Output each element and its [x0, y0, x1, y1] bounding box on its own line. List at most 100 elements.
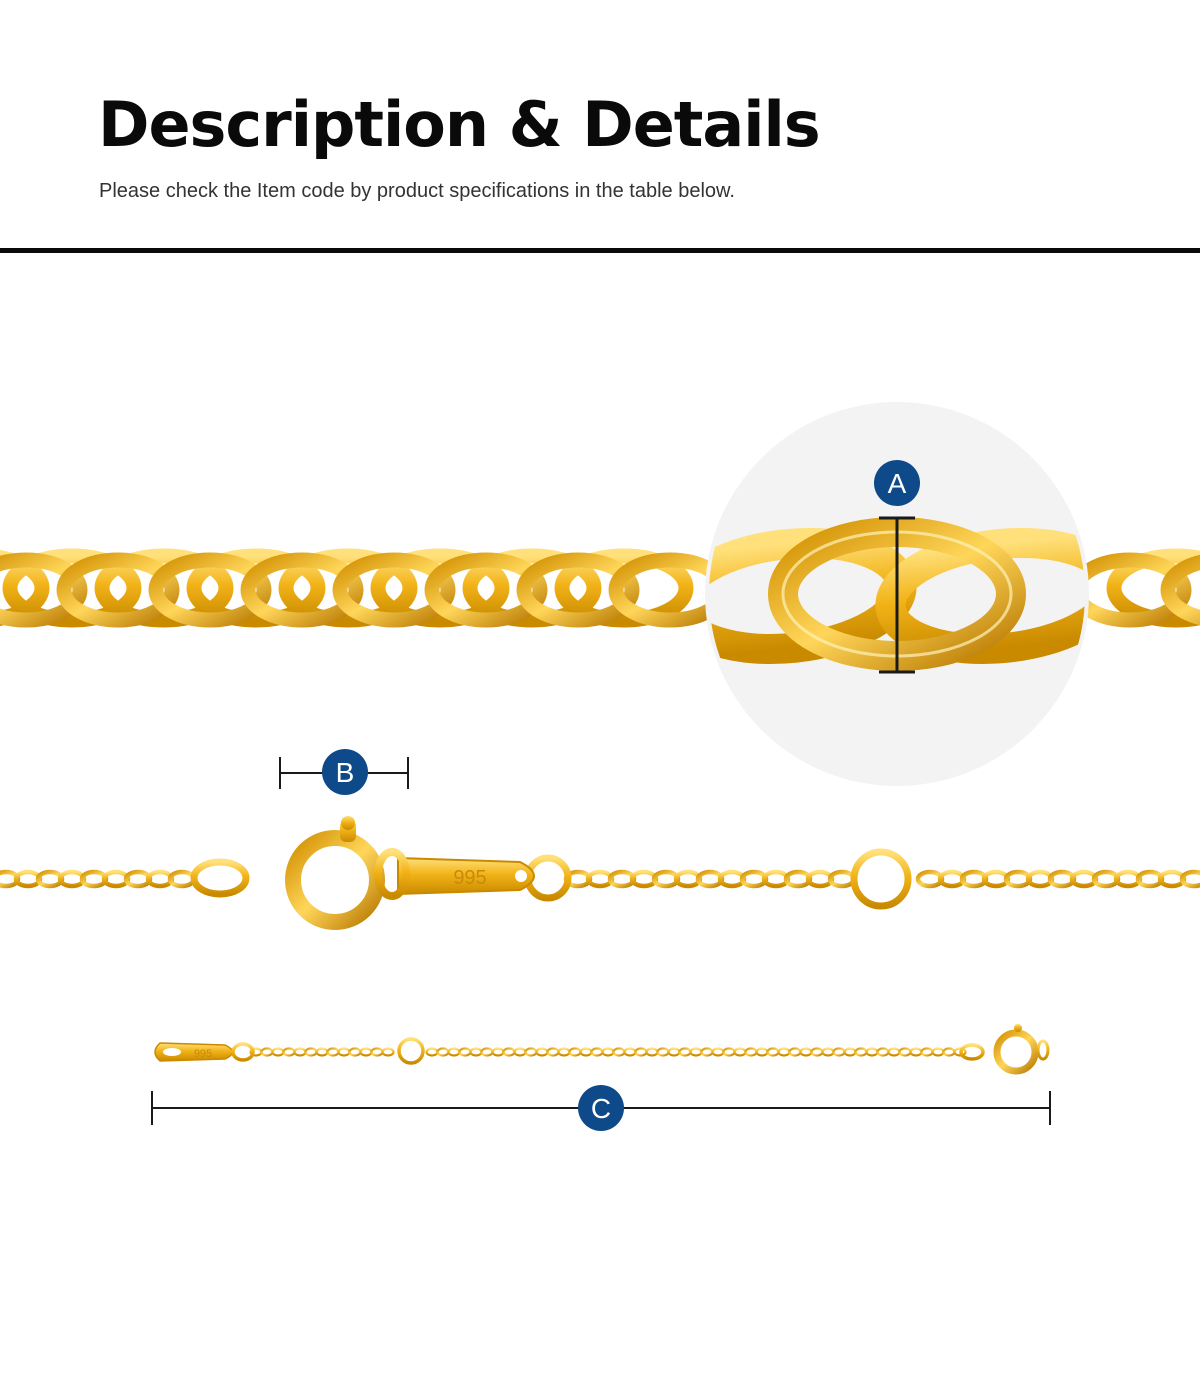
chain-link — [821, 1047, 835, 1057]
chain-link — [1106, 548, 1200, 628]
large-chain-links — [0, 548, 1200, 628]
chain-link — [909, 1047, 923, 1057]
page-subtitle: Please check the Item code by product sp… — [99, 180, 735, 202]
chain-link — [876, 1047, 890, 1057]
small-chain-links — [249, 1047, 967, 1057]
chain-link — [469, 1047, 483, 1057]
chain-link — [1179, 869, 1200, 889]
chain-link — [554, 548, 694, 628]
chain-link — [711, 1047, 725, 1057]
chain-link — [370, 548, 510, 628]
chain-link — [326, 1047, 340, 1057]
page-title: Description & Details — [98, 88, 821, 161]
spring-ring-clasp — [285, 816, 410, 930]
full-length: 995 C — [151, 1024, 1051, 1131]
chain-link — [645, 1047, 659, 1057]
chain-link — [678, 1047, 692, 1057]
chain-link — [370, 1047, 384, 1057]
chain-link — [0, 552, 88, 628]
marker-c-label: C — [591, 1093, 611, 1124]
marker-b: B — [322, 749, 368, 795]
chain-link — [788, 1047, 802, 1057]
chain-link — [516, 552, 640, 628]
chain-link — [513, 1047, 527, 1057]
chain-link — [332, 552, 456, 628]
chain-link — [920, 1047, 934, 1057]
chain-link — [722, 1047, 736, 1057]
chain-link — [832, 1047, 846, 1057]
header: Description & Details Please check the I… — [0, 0, 1200, 253]
chain-link — [931, 1047, 945, 1057]
chain-link — [898, 1047, 912, 1057]
chain-link — [535, 1047, 549, 1057]
chain-link — [293, 1047, 307, 1057]
marker-c: C — [578, 1085, 624, 1131]
extender-ring — [850, 848, 912, 910]
zoom-detail: A — [705, 402, 1089, 786]
chain-link — [186, 548, 326, 628]
medium-chain-links — [0, 869, 1200, 889]
chain-link — [843, 1047, 857, 1057]
header-divider — [0, 248, 1200, 253]
chain-link — [0, 550, 50, 626]
chain-link — [887, 1047, 901, 1057]
chain-link — [700, 1047, 714, 1057]
extender-ring — [397, 1037, 425, 1065]
chain-link — [491, 1047, 505, 1057]
chain-link — [425, 1047, 439, 1057]
marker-b-label: B — [336, 757, 355, 788]
end-tag-stamp: 995 — [194, 1048, 212, 1060]
jump-ring — [959, 1043, 985, 1061]
clasp-detail: B 995 — [0, 749, 1200, 930]
chain-link — [656, 1047, 670, 1057]
chain-link — [766, 1047, 780, 1057]
chain-link — [447, 1047, 461, 1057]
chain-link — [733, 1047, 747, 1057]
chain-link — [799, 1047, 813, 1057]
chain-link — [689, 1047, 703, 1057]
chain-link — [810, 1047, 824, 1057]
chain-link — [755, 1047, 769, 1057]
chain-link — [94, 548, 234, 628]
chain-link — [546, 1047, 560, 1057]
chain-link — [315, 1047, 329, 1057]
chain-link — [502, 1047, 516, 1057]
chain-link — [56, 552, 180, 628]
chain-link — [480, 1047, 494, 1057]
tag-plate: 995 — [397, 856, 535, 896]
chain-link — [458, 1047, 472, 1057]
chain-link — [271, 1047, 285, 1057]
chain-link — [667, 1047, 681, 1057]
dimension-a — [879, 516, 915, 674]
chain-link — [304, 1047, 318, 1057]
chain-link — [777, 1047, 791, 1057]
chain-link — [424, 552, 548, 628]
large-chain — [0, 548, 1200, 628]
jump-ring — [190, 858, 250, 898]
chain-link — [240, 552, 364, 628]
jump-ring — [231, 1042, 255, 1062]
chain-link — [942, 1047, 956, 1057]
tag-stamp: 995 — [453, 867, 486, 889]
chain-link — [278, 548, 418, 628]
chain-link — [568, 1047, 582, 1057]
chain-link — [634, 1047, 648, 1057]
chain-link — [590, 1047, 604, 1057]
chain-link — [462, 548, 602, 628]
chain-link — [612, 1047, 626, 1057]
chain-link — [282, 1047, 296, 1057]
chain-link — [2, 548, 142, 628]
marker-a: A — [874, 460, 920, 506]
chain-link — [953, 1047, 967, 1057]
chain-link — [337, 1047, 351, 1057]
small-spring-ring-clasp — [993, 1024, 1050, 1075]
chain-link — [148, 552, 272, 628]
chain-link — [623, 1047, 637, 1057]
chain-link — [381, 1047, 395, 1057]
chain-link — [260, 1047, 274, 1057]
chain-link — [557, 1047, 571, 1057]
chain-link — [744, 1047, 758, 1057]
chain-link — [865, 1047, 879, 1057]
chain-link — [524, 1047, 538, 1057]
